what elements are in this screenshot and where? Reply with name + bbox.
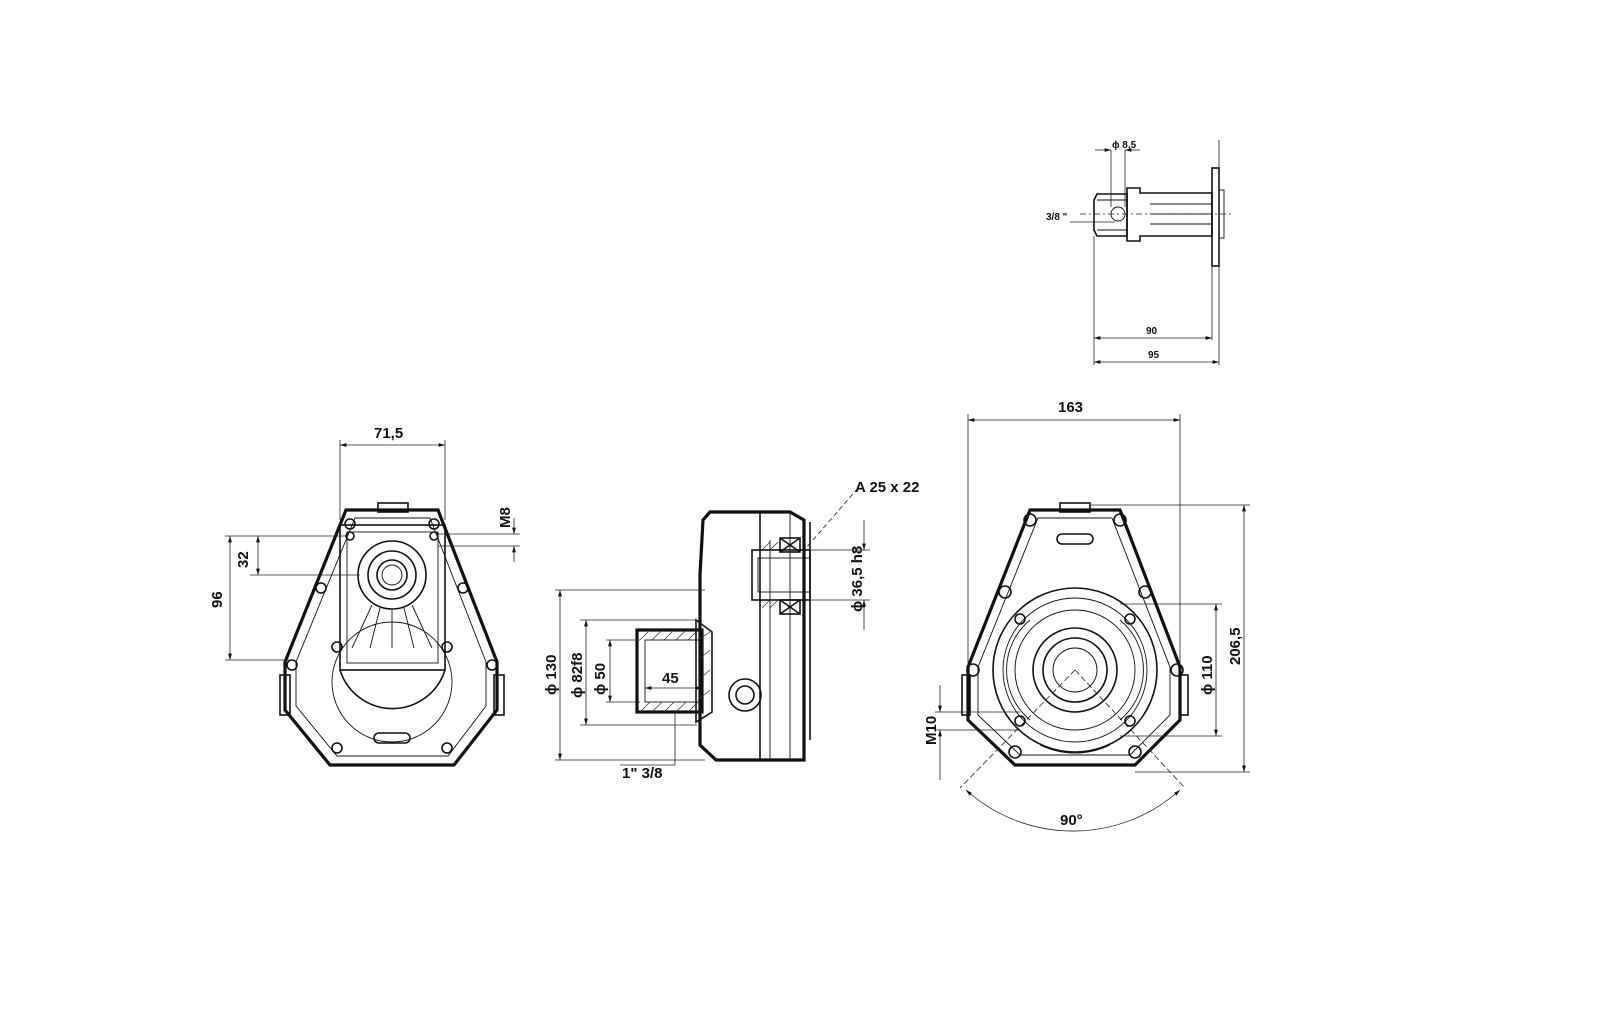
shaft-thread-label: 3/8 " <box>1046 212 1068 223</box>
side-d130-label: ϕ 130 <box>543 655 560 695</box>
front-view <box>225 440 520 767</box>
side-d82-label: ϕ 82f8 <box>569 653 586 698</box>
rear-width-label: 163 <box>1058 399 1083 416</box>
front-32-label: 32 <box>235 551 252 568</box>
side-bore-label: ϕ 36,5 h8 <box>849 546 866 612</box>
shaft-dia-label: ϕ 8,5 <box>1112 140 1137 151</box>
shaft-detail <box>1070 140 1232 365</box>
side-45-label: 45 <box>662 670 679 687</box>
rear-m10-label: M10 <box>923 716 940 745</box>
front-96-label: 96 <box>209 591 226 608</box>
shaft-length-95: 95 <box>1148 350 1160 361</box>
side-view <box>555 487 870 766</box>
front-m8-label: M8 <box>497 507 514 528</box>
shaft-length-90: 90 <box>1146 326 1158 337</box>
rear-view <box>935 414 1250 832</box>
side-key-label: A 25 x 22 <box>855 479 920 496</box>
front-width-label: 71,5 <box>374 425 403 442</box>
rear-height-label: 206,5 <box>1227 627 1244 665</box>
side-port-label: 1" 3/8 <box>622 765 662 782</box>
side-d50-label: ϕ 50 <box>592 663 609 695</box>
rear-angle-label: 90° <box>1060 812 1083 829</box>
rear-d110-label: ϕ 110 <box>1199 655 1216 695</box>
